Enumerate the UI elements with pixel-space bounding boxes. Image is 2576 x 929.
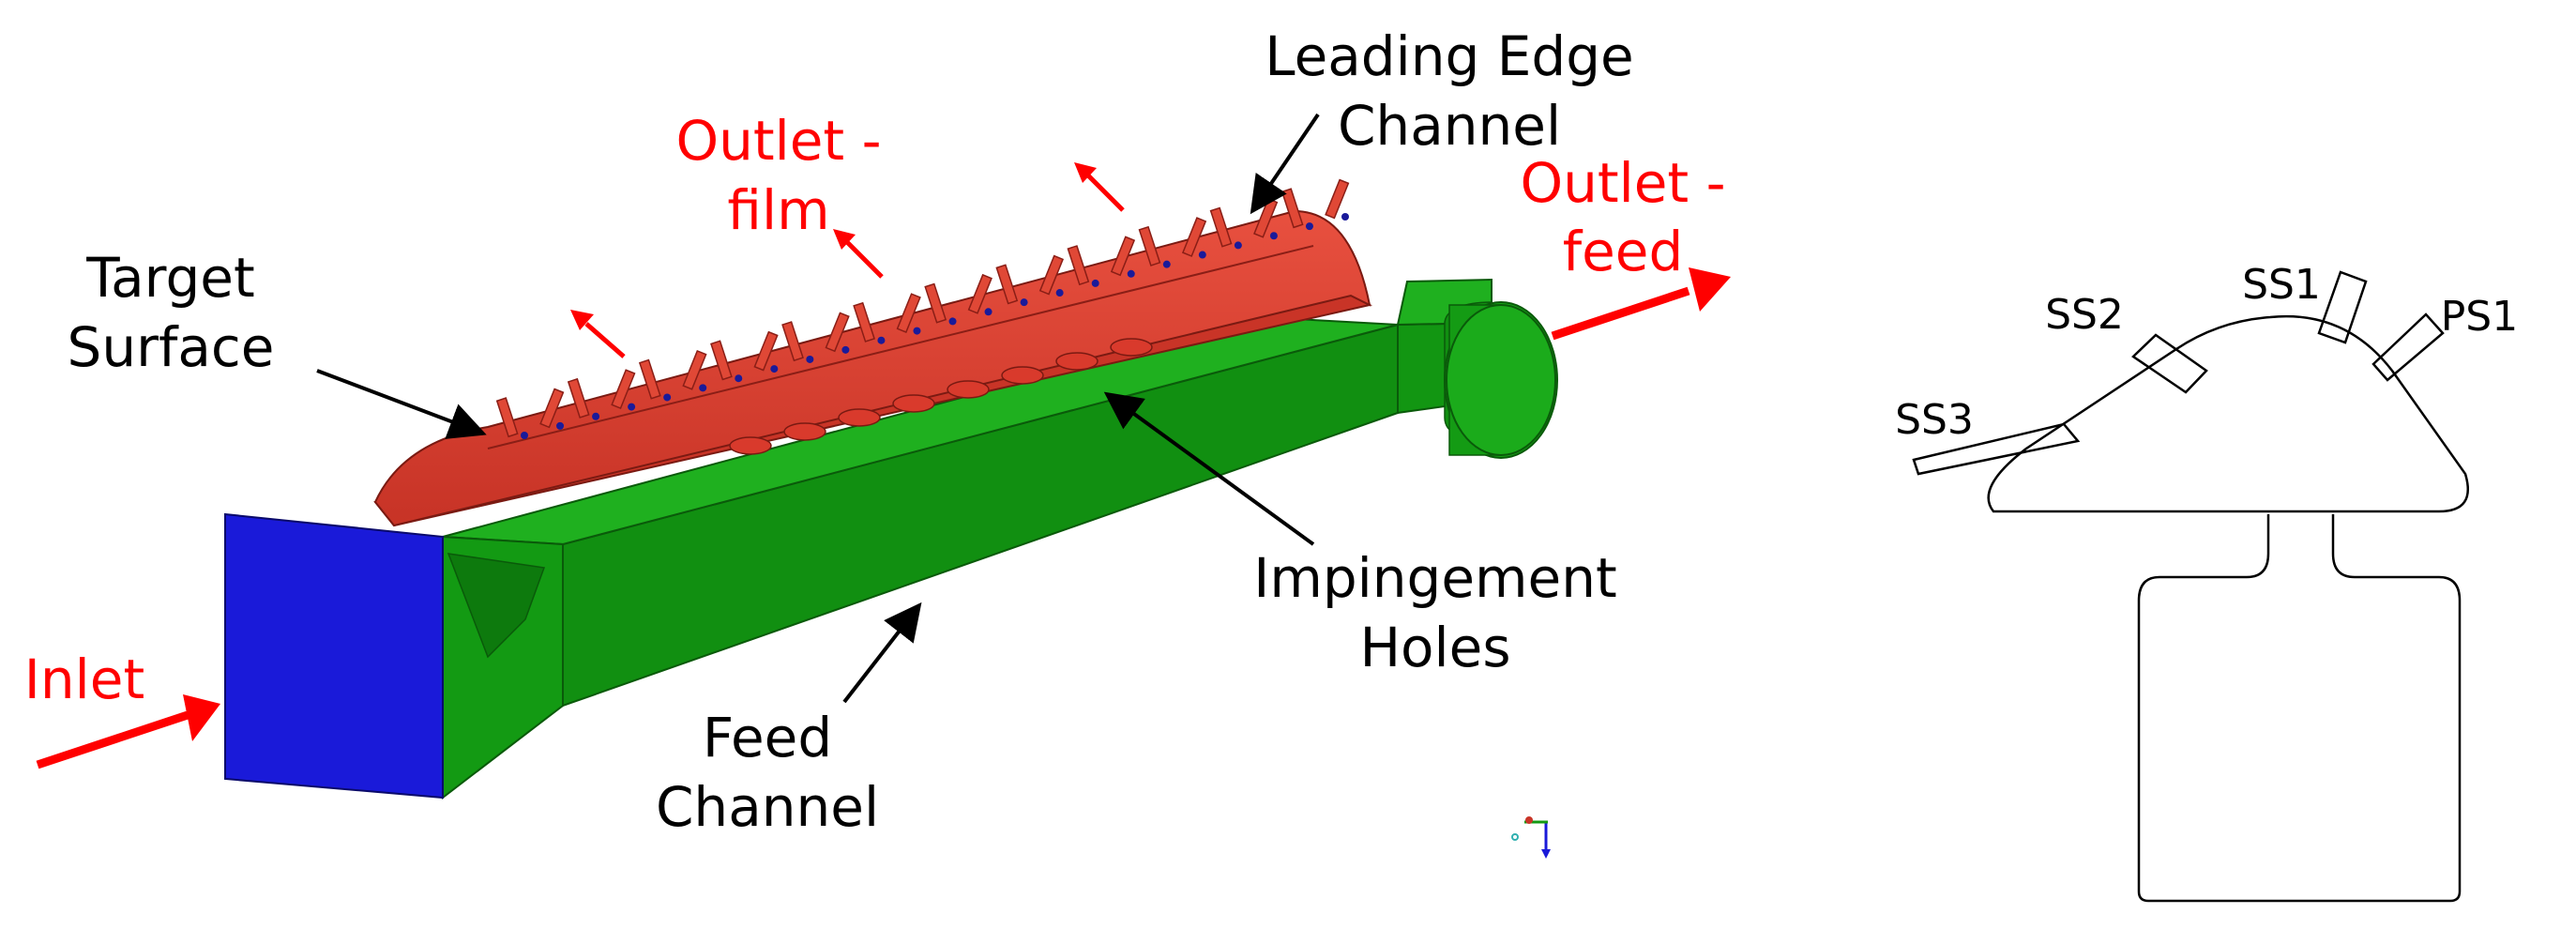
film-hole-exit — [806, 355, 814, 363]
film-hole-tube — [1038, 254, 1065, 296]
impingement-hole — [1001, 366, 1044, 385]
film-hole-tube — [1209, 206, 1233, 248]
film-hole-tube — [1181, 217, 1207, 257]
film-hole-tube — [853, 301, 875, 343]
film-hole-tube — [781, 321, 804, 362]
film-hole-tube — [825, 312, 850, 353]
film-hole-tube — [1067, 245, 1090, 286]
label-ss3: SS3 — [1895, 396, 1974, 444]
outlet-film-label-line1: Outlet - — [675, 109, 881, 173]
feed-channel-label-line2: Channel — [656, 775, 879, 839]
impingement-hole — [1110, 338, 1153, 357]
film-hole-exit — [948, 317, 957, 326]
feed-channel-label-line1: Feed — [703, 706, 832, 769]
impingement-neck — [2137, 514, 2462, 903]
film-hole-tube — [1110, 236, 1136, 277]
leading-edge-leader-arrow — [1250, 113, 1320, 215]
film-hole-exit — [984, 308, 993, 316]
right-diagram — [1912, 270, 2470, 903]
film-hole-exit — [1234, 241, 1242, 250]
film-hole-exit — [1198, 251, 1206, 259]
film-hole-tube — [924, 282, 947, 324]
flow-arrows — [36, 162, 1731, 769]
hole-ps1 — [2371, 312, 2445, 382]
film-hole-exit — [913, 327, 921, 335]
impingement-leader-arrow — [1103, 391, 1315, 546]
target-surface-label-line1: Target — [85, 246, 254, 310]
impingement-hole — [1055, 352, 1099, 371]
leading-edge-label-line1: Leading Edge — [1265, 24, 1633, 88]
le-channel-section — [1987, 314, 2470, 513]
impingement-holes-label-line1: Impingement — [1253, 546, 1616, 610]
film-hole-tube — [539, 388, 565, 429]
film-hole-exit — [1341, 213, 1349, 221]
film-hole-exit — [1055, 289, 1064, 297]
target-surface-leader-arrow — [316, 369, 487, 439]
film-hole-exit — [735, 374, 743, 383]
film-hole-exit — [841, 345, 850, 354]
impingement-holes-label-line2: Holes — [1359, 616, 1510, 679]
film-hole-exit — [699, 384, 707, 392]
impingement-hole — [947, 380, 990, 399]
impingement-hole — [892, 394, 935, 413]
hole-ss2 — [2131, 333, 2208, 394]
film-hole-exit — [592, 412, 600, 420]
left-diagram: Leading Edge Channel Outlet - film Outle… — [24, 24, 1731, 859]
outlet-feed-label-line2: feed — [1563, 220, 1684, 283]
film-hole-exit — [1127, 269, 1135, 278]
outlet-film-label-line2: film — [727, 178, 829, 242]
film-hole-tube — [753, 330, 779, 372]
feed-channel-leader-arrow — [842, 602, 922, 704]
film-hole-tube — [967, 273, 993, 314]
film-hole-tube — [1138, 225, 1161, 267]
film-hole-tube — [1325, 178, 1350, 220]
impingement-hole — [783, 422, 826, 441]
label-ss2: SS2 — [2045, 291, 2124, 339]
film-hole-exit — [1091, 279, 1099, 287]
film-hole-exit — [556, 421, 565, 430]
film-hole-tube — [710, 340, 733, 381]
hole-ss3 — [1912, 422, 2081, 476]
impingement-hole — [729, 436, 772, 455]
film-hole-exit — [1305, 222, 1313, 231]
film-holes — [495, 178, 1350, 439]
film-hole-tube — [567, 377, 590, 419]
impingement-holes — [729, 338, 1153, 455]
inlet-label: Inlet — [24, 647, 144, 711]
film-hole-exit — [521, 432, 528, 439]
film-hole-exit — [1162, 260, 1171, 268]
film-hole-tube — [896, 293, 921, 333]
impingement-hole — [838, 408, 881, 427]
film-hole-exit — [663, 393, 672, 402]
target-surface-label-line2: Surface — [68, 315, 275, 379]
film-hole-exit — [877, 336, 886, 344]
film-hole-tube — [611, 369, 636, 410]
right-diagram-labels: SS1 SS2 SS3 PS1 — [1895, 261, 2518, 444]
inlet-face — [224, 512, 444, 800]
hole-ss1 — [2317, 270, 2368, 344]
outlet-feed-label-line1: Outlet - — [1520, 151, 1725, 215]
label-ps1: PS1 — [2441, 293, 2518, 341]
axis-triad-icon — [1511, 816, 1551, 859]
label-ss1: SS1 — [2242, 261, 2321, 309]
film-hole-tube — [638, 358, 661, 400]
leading-edge-label-line2: Channel — [1338, 94, 1561, 158]
film-hole-exit — [628, 403, 636, 411]
film-hole-tube — [495, 397, 519, 438]
feed-channel-body — [442, 278, 1558, 800]
film-hole-exit — [1269, 232, 1278, 240]
film-hole-tube — [682, 349, 707, 390]
film-hole-tube — [995, 264, 1019, 305]
film-hole-exit — [770, 365, 779, 373]
film-hole-exit — [1020, 298, 1028, 307]
